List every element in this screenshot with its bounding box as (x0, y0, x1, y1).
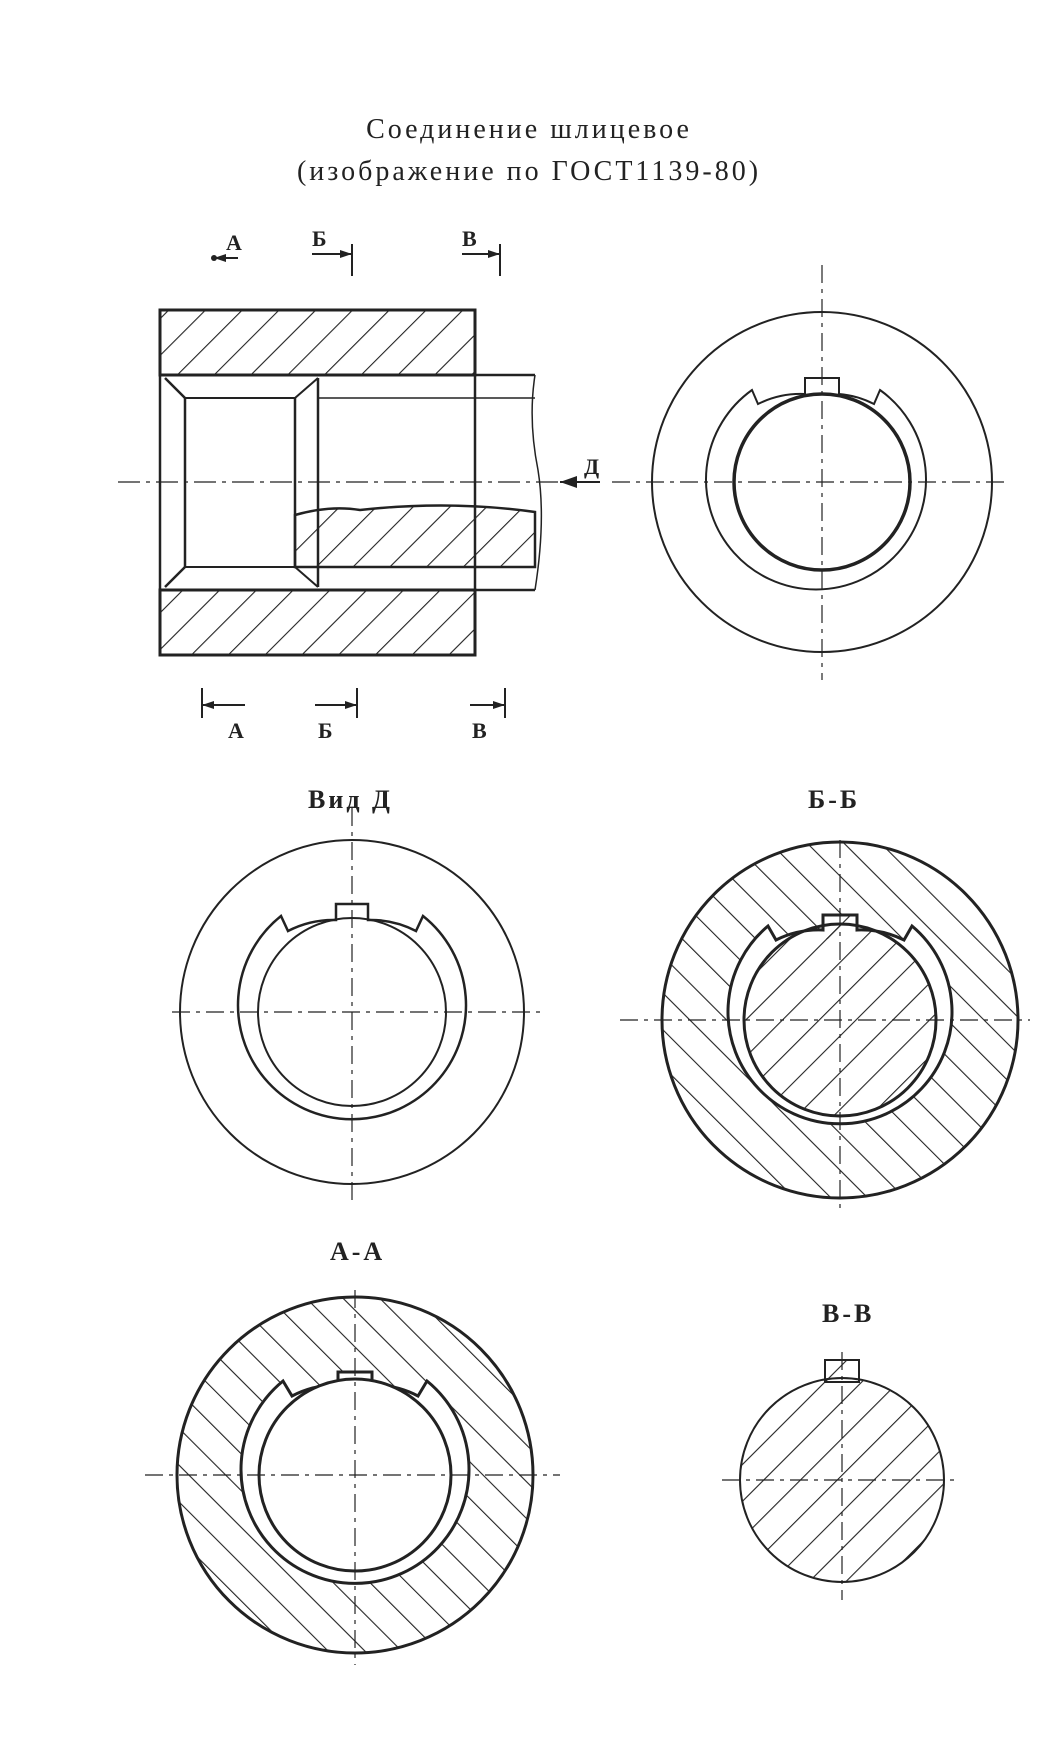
section-vv: В-В (722, 1299, 960, 1600)
mark-a-bottom-label: А (228, 718, 244, 743)
shaft-break-line (531, 374, 543, 591)
view-arrow-label: Д (584, 454, 599, 479)
shaft-chamfer-top (294, 377, 319, 399)
section-aa-title: А-А (330, 1237, 385, 1266)
section-vv-title: В-В (822, 1299, 874, 1328)
longitudinal-section: Д А Б В А (118, 226, 600, 743)
section-bb-title: Б-Б (808, 785, 860, 814)
mark-b-bottom-label: Б (318, 718, 333, 743)
bore-chamfer-top (164, 377, 186, 399)
mark-a-top-label: А (226, 230, 242, 255)
view-d-title: Вид Д (308, 785, 393, 814)
drawing-subtitle: (изображение по ГОСТ1139-80) (296, 156, 762, 187)
hub-wall-top (158, 308, 477, 377)
bore-chamfer-bottom (164, 566, 186, 588)
hub-wall-bottom (158, 588, 477, 657)
view-arrow-head (560, 476, 577, 488)
drawing-title: Соединение шлицевое (366, 114, 692, 145)
section-marks-bottom: А Б В (201, 688, 506, 743)
shaft-chamfer-bottom (294, 566, 319, 588)
section-marks-top: А Б В (211, 226, 501, 276)
end-view-top-right (612, 265, 1010, 680)
view-d: Вид Д (172, 785, 545, 1205)
mark-v-top-label: В (462, 226, 477, 251)
mark-b-top-label: Б (312, 226, 327, 251)
shaft-partial-section (293, 504, 537, 569)
hub-spline-profile (705, 377, 927, 591)
mark-v-bottom-label: В (472, 718, 487, 743)
section-aa: А-А (145, 1237, 560, 1665)
section-bb: Б-Б (620, 785, 1030, 1210)
view-d-spline-profile (236, 902, 468, 1121)
